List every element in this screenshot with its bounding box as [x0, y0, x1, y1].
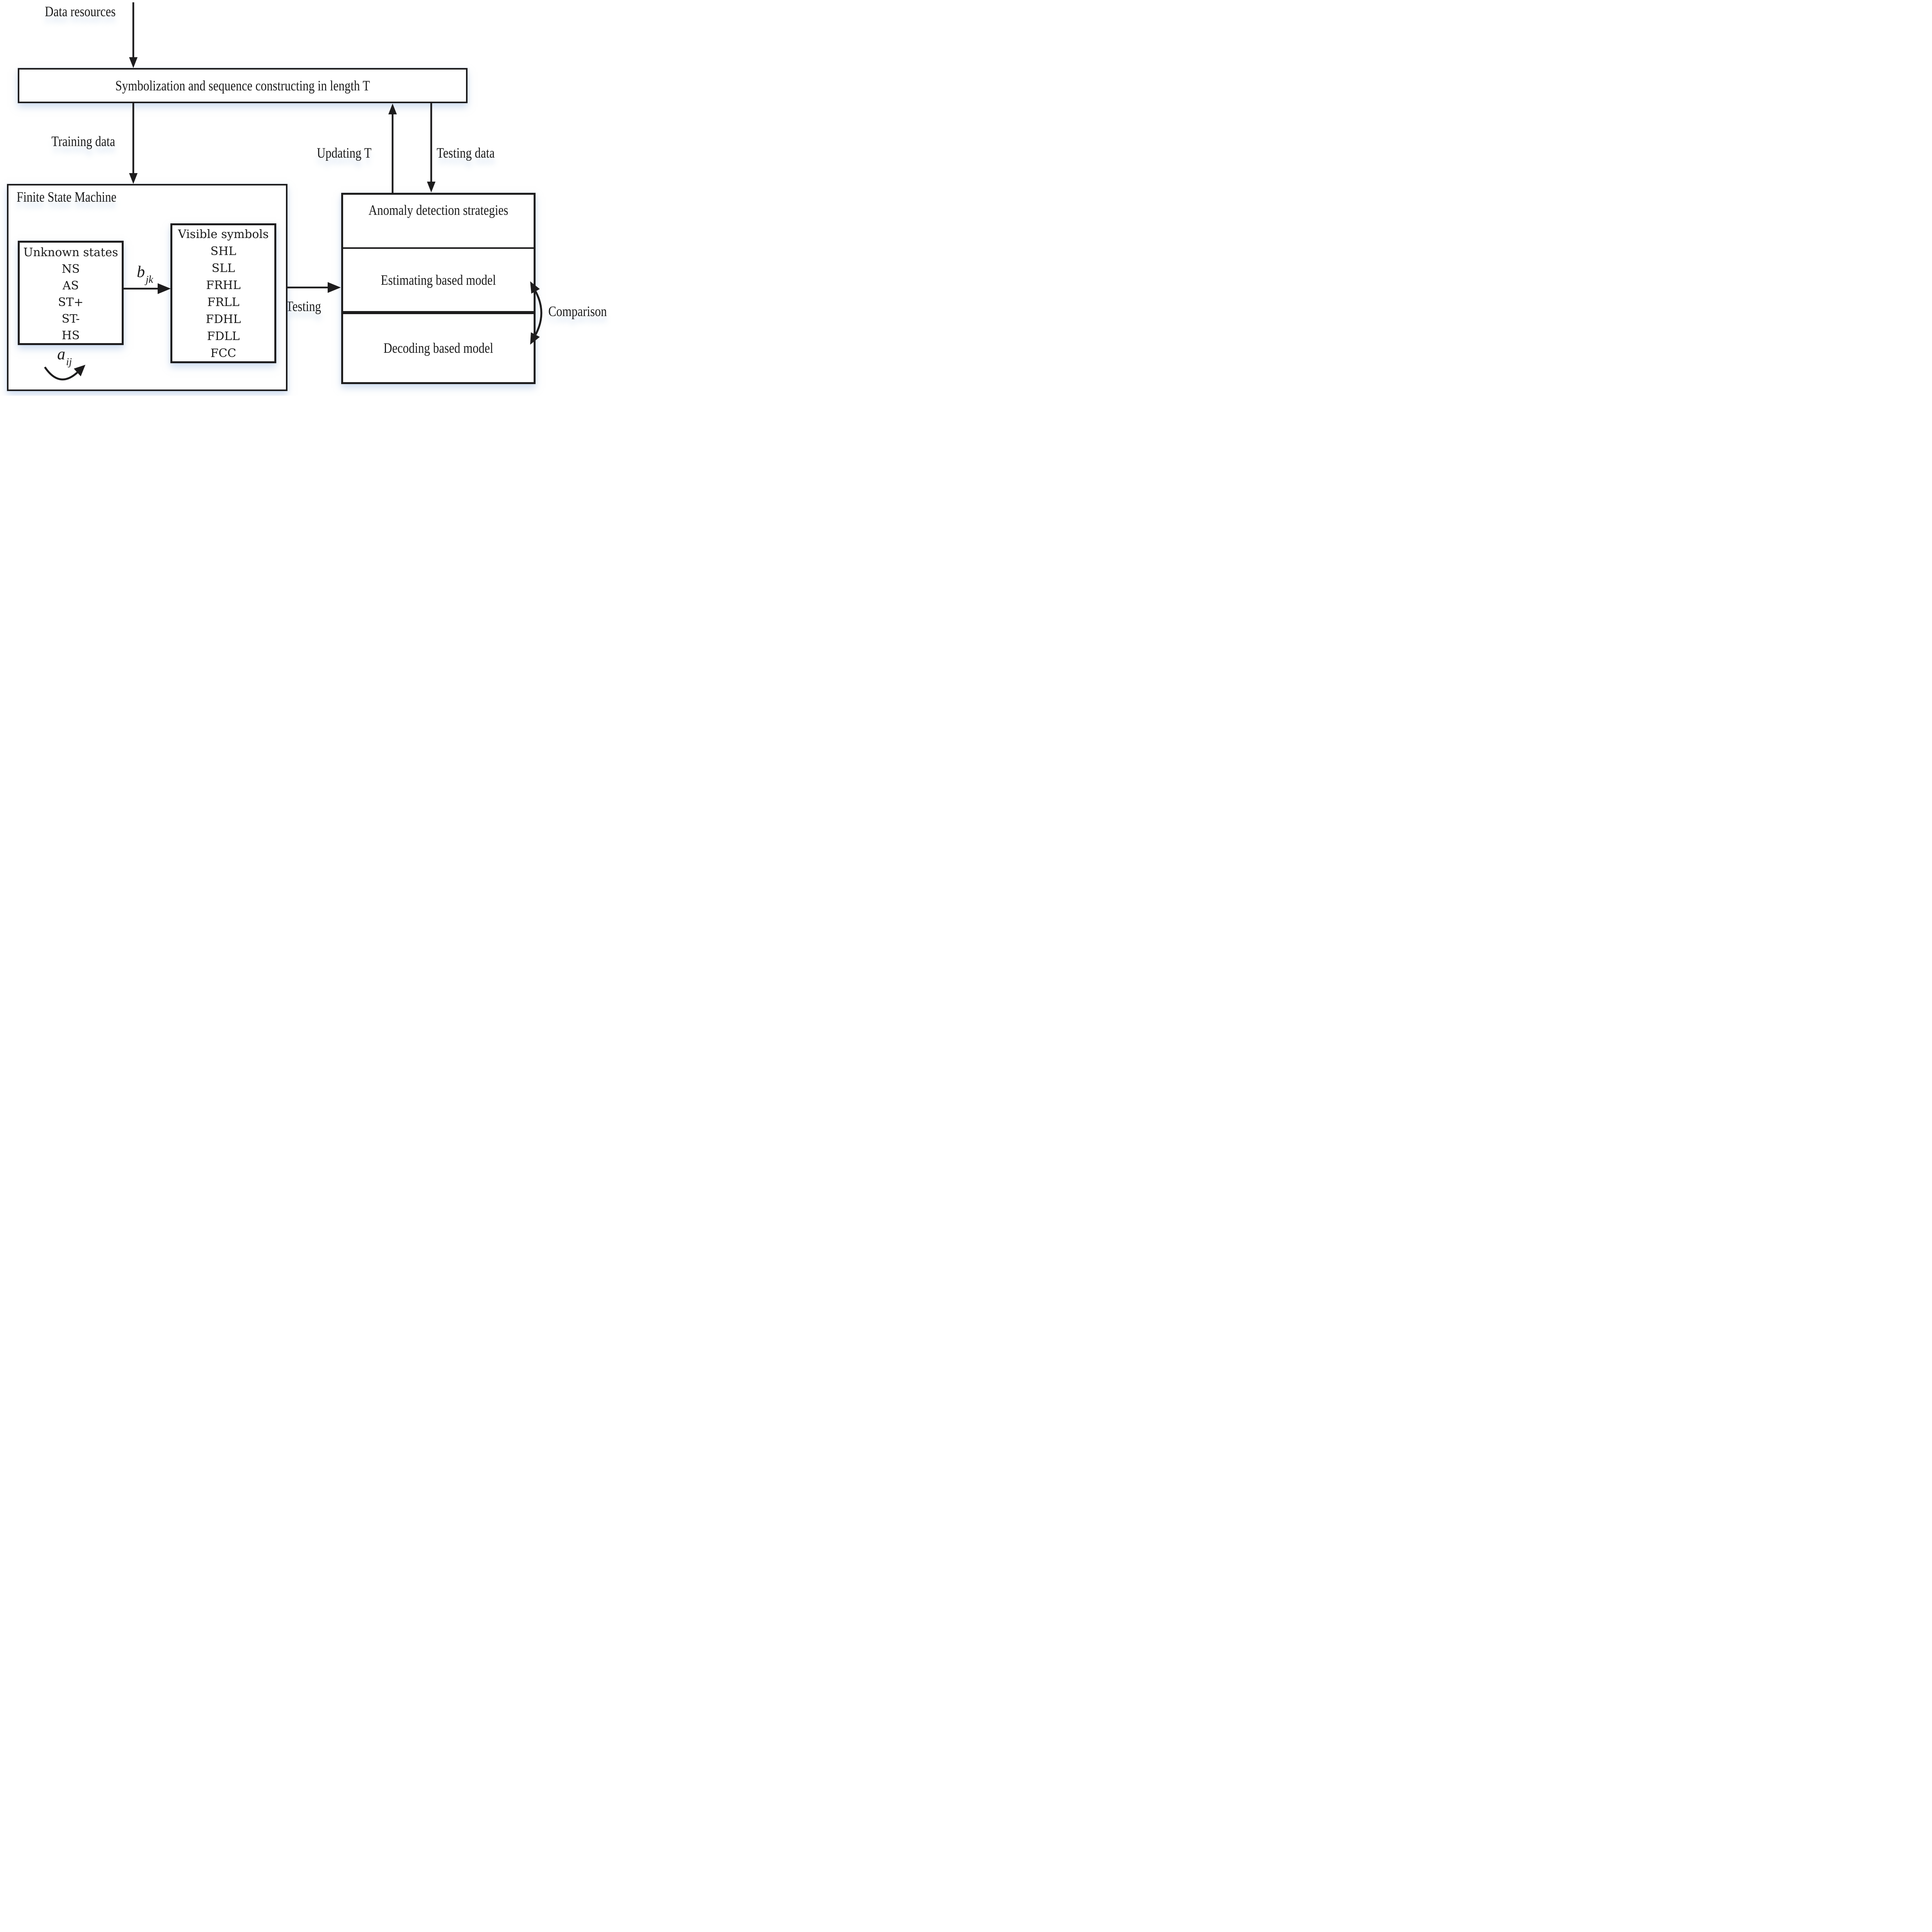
decoding-model-box: Decoding based model	[343, 314, 534, 382]
state-item: NS	[61, 262, 80, 276]
estimating-model-label: Estimating based model	[381, 272, 496, 288]
anomaly-detection-box: Anomaly detection strategies Estimating …	[341, 193, 536, 384]
unknown-states-box: Unknown states NS AS ST+ ST- HS	[18, 241, 124, 345]
symbol-item: FRLL	[207, 296, 240, 309]
anomaly-title: Anomaly detection strategies	[368, 202, 509, 218]
anomaly-header: Anomaly detection strategies	[343, 195, 534, 249]
updating-t-label: Updating T	[317, 145, 372, 161]
visible-symbols-title: Visible symbols	[178, 228, 269, 241]
fsm-title: Finite State Machine	[17, 189, 117, 205]
symbol-item: SLL	[211, 262, 235, 275]
symbol-item: FDLL	[207, 330, 240, 343]
arrow-training-data	[129, 103, 138, 184]
symbol-item: FRHL	[206, 279, 241, 292]
estimating-model-box: Estimating based model	[343, 249, 534, 314]
comparison-label: Comparison	[548, 303, 607, 320]
state-item: ST+	[58, 296, 83, 309]
arrow-testing-data	[427, 103, 435, 192]
symbol-item: SHL	[210, 245, 236, 258]
flow-diagram: Data resources Training data Updating T …	[0, 0, 613, 396]
testing-label: Testing	[286, 298, 321, 315]
a-ij-label: aij	[57, 345, 72, 367]
symbol-item: FCC	[210, 347, 236, 360]
state-item: ST-	[61, 312, 80, 326]
testing-data-label: Testing data	[437, 145, 495, 161]
symbol-item: FDHL	[206, 313, 241, 326]
unknown-states-title: Unknown states	[23, 246, 118, 259]
state-item: AS	[62, 279, 79, 293]
state-item: HS	[61, 329, 80, 342]
visible-symbols-box: Visible symbols SHL SLL FRHL FRLL FDHL F…	[170, 223, 276, 363]
arrow-data-resources	[129, 2, 138, 68]
symbolization-box: Symbolization and sequence constructing …	[18, 68, 468, 103]
b-jk-label: bjk	[137, 263, 153, 285]
arrow-testing	[287, 282, 341, 293]
decoding-model-label: Decoding based model	[383, 340, 493, 356]
training-data-label: Training data	[51, 133, 116, 150]
symbolization-title: Symbolization and sequence constructing …	[115, 77, 370, 94]
arrow-updating-t	[388, 104, 397, 193]
data-resources-label: Data resources	[45, 3, 116, 20]
